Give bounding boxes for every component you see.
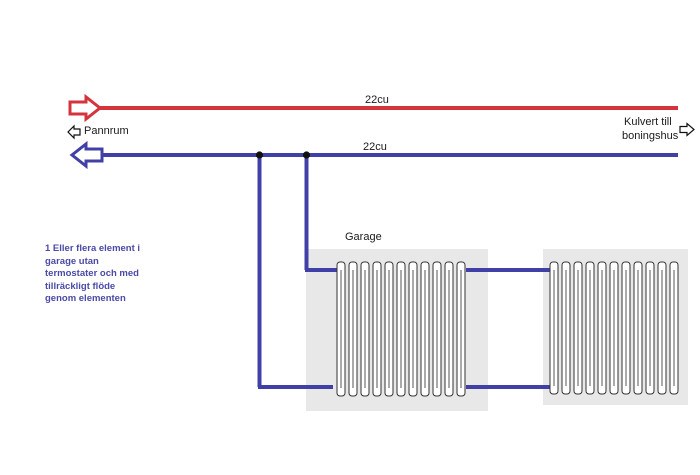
radiator-note: 1 Eller flera element i garage utan term… [45,243,140,306]
note-line: termostater och med [45,268,139,279]
pipe-top-size-label: 22cu [365,94,389,106]
junction-left [255,151,264,159]
kulvert-arrow-icon [679,122,695,137]
note-line: tillräckligt flöde [45,280,116,292]
return-arrow-icon [69,140,104,170]
radiator-1-icon [336,261,466,397]
note-line: garage utan [45,255,99,267]
supply-arrow-icon [68,93,103,123]
pannrum-arrow-icon [67,124,81,140]
garage-label: Garage [345,231,382,243]
note-line: genom elementen [45,293,126,304]
junction-right [302,151,311,159]
kulvert-label-line1: Kulvert till [624,116,672,128]
radiator-2-icon [549,261,679,395]
note-line: 1 Eller flera element i [45,243,141,254]
pannrum-label: Pannrum [84,125,129,137]
pipe-bottom-size-label: 22cu [363,141,387,153]
kulvert-label-line2: boningshus [622,130,679,142]
